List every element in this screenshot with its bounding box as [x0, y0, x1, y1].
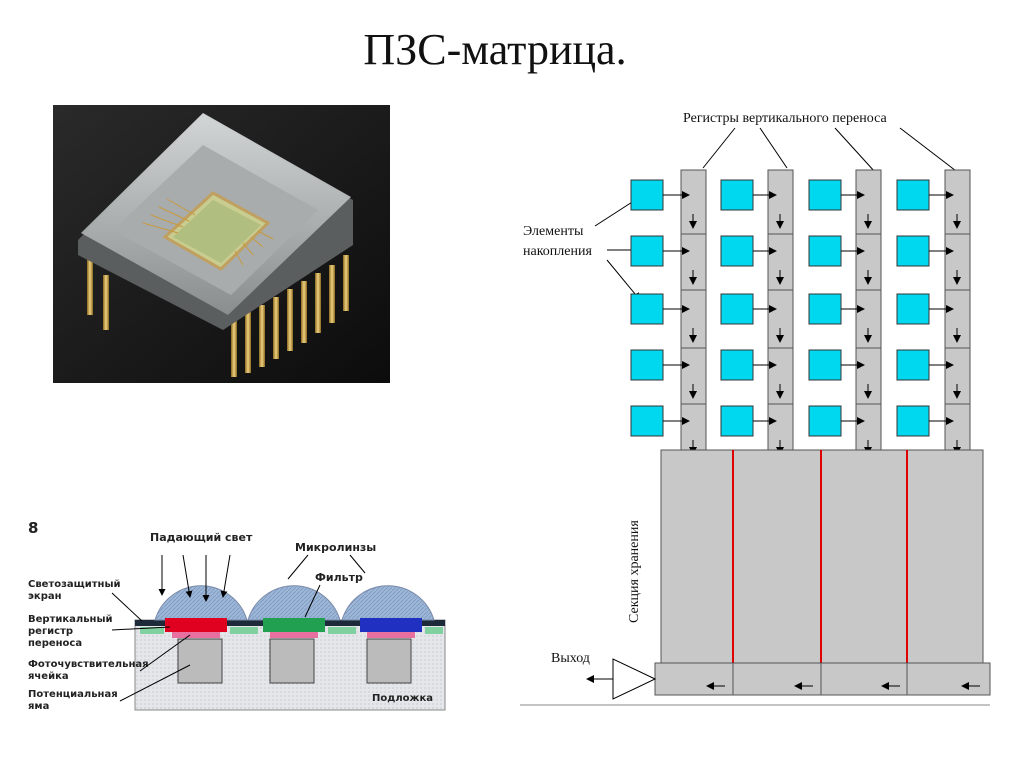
storage-element — [896, 235, 930, 267]
storage-element — [808, 179, 842, 211]
storage-dividers — [732, 450, 908, 665]
output-label: Выход — [551, 651, 590, 666]
filter-red — [165, 618, 227, 632]
photocell-label-2: ячейка — [28, 671, 69, 682]
vreg-label-2: регистр — [28, 626, 73, 637]
microlenses-label: Микролинзы — [295, 541, 376, 554]
chip-pins — [87, 255, 349, 377]
photocell-1 — [177, 638, 223, 684]
storage-element — [630, 235, 664, 267]
microlens-3 — [341, 585, 435, 621]
storage-element — [808, 235, 842, 267]
light-label: Падающий свет — [150, 531, 253, 544]
ccd-chip-photo — [53, 105, 390, 383]
storage-element — [720, 235, 754, 267]
storage-element — [896, 349, 930, 381]
microlens-2 — [247, 585, 341, 621]
photocell-2 — [269, 638, 315, 684]
elements-label-1: Элементы — [523, 224, 584, 239]
elements-label-2: накопления — [523, 244, 592, 259]
storage-element — [720, 179, 754, 211]
slide-title: ПЗС-матрица. — [363, 25, 627, 74]
vertical-register — [680, 169, 707, 451]
ccd-cross-section: 8 Падающий свет Микролинзы Фильтр Светоз… — [28, 519, 446, 712]
horizontal-register-cells — [706, 663, 980, 695]
vertical-register — [767, 169, 794, 451]
shield-label-1: Светозащитный — [28, 579, 121, 590]
photocell-3 — [366, 638, 412, 684]
storage-element — [896, 405, 930, 437]
storage-element — [896, 179, 930, 211]
storage-element — [630, 179, 664, 211]
vreg-label-3: переноса — [28, 638, 82, 649]
storage-element — [808, 349, 842, 381]
storage-elements — [630, 179, 961, 455]
vertical-register — [944, 169, 971, 451]
storage-element — [720, 349, 754, 381]
shield-label-2: экран — [28, 591, 62, 602]
storage-element — [720, 293, 754, 325]
vertical-register — [855, 169, 882, 451]
output-amplifier-icon — [612, 658, 657, 700]
filter-blue — [360, 618, 422, 632]
photocell-label-1: Фоточувствительная — [28, 659, 149, 670]
storage-element — [808, 405, 842, 437]
registers-label: Регистры вертикального переноса — [683, 111, 887, 126]
well-label-1: Потенциальная — [28, 689, 118, 700]
storage-element — [630, 293, 664, 325]
filter-green — [263, 618, 325, 632]
storage-label: Секция хранения — [627, 520, 642, 623]
vreg-label-1: Вертикальный — [28, 614, 113, 625]
storage-element — [896, 293, 930, 325]
storage-element — [720, 405, 754, 437]
storage-element — [630, 349, 664, 381]
storage-element — [808, 293, 842, 325]
substrate-label: Подложка — [372, 693, 433, 704]
horizontal-register — [654, 662, 991, 696]
figure-number: 8 — [28, 519, 38, 537]
microlens-1 — [154, 585, 248, 621]
ccd-architecture-diagram: Регистры вертикального переноса Элементы… — [520, 111, 991, 706]
well-label-2: яма — [28, 701, 49, 712]
storage-element — [630, 405, 664, 437]
filter-label: Фильтр — [315, 571, 363, 584]
